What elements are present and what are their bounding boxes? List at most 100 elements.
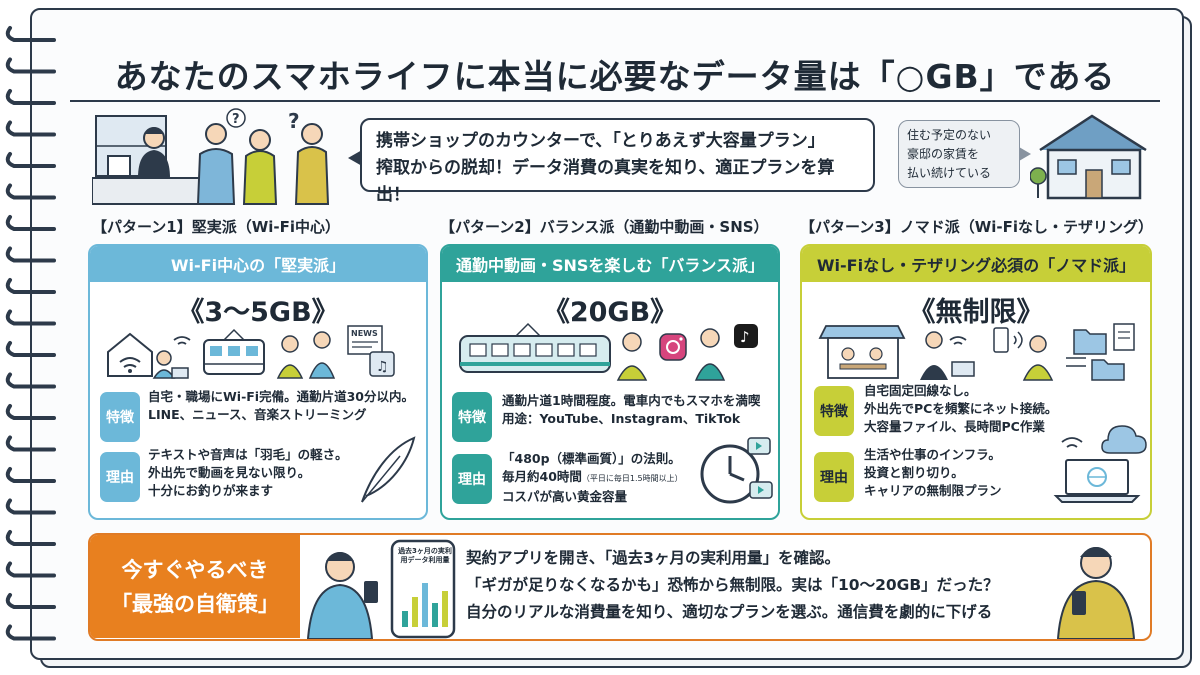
action-tag: 今すぐやるべき 「最強の自衛策」 xyxy=(90,535,300,638)
pattern-3-banner: Wi-Fiなし・テザリング必須の「ノマド派」 xyxy=(802,246,1150,282)
pattern-1-card: Wi-Fi中心の「堅実派」 《3〜5GB》 xyxy=(88,244,428,520)
house-icon xyxy=(1030,114,1147,200)
spiral-ring xyxy=(5,593,56,609)
spiral-ring xyxy=(5,498,56,515)
pattern-2-value: 《20GB》 xyxy=(542,297,678,328)
laptop-cloud-illustration xyxy=(1053,425,1147,503)
pattern-2-illustrations: ♪ xyxy=(459,322,758,381)
page-title: あなたのスマホライフに本当に必要なデータ量は「○GB」である xyxy=(70,48,1160,102)
pattern-2-reason-hours: 毎月約40時間 xyxy=(502,469,582,484)
spiral-ring xyxy=(5,561,56,578)
folder-icon xyxy=(1073,323,1135,381)
spiral-ring xyxy=(5,89,56,105)
svg-text:?: ? xyxy=(288,109,300,133)
spiral-ring xyxy=(5,435,56,452)
spiral-ring xyxy=(5,120,56,137)
train-icon xyxy=(459,322,611,373)
spiral-ring xyxy=(5,183,56,200)
pattern-3-card: Wi-Fiなし・テザリング必須の「ノマド派」 《無制限》 xyxy=(800,244,1152,520)
action-tag-line-1: 今すぐやるべき xyxy=(121,557,269,582)
pattern-3-feature-line-1: 自宅固定回線なし。 xyxy=(864,383,977,398)
spiral-ring xyxy=(5,372,56,389)
pattern-2-reason-line-1: 「480p（標準画質）」の法則。 xyxy=(502,451,681,466)
pattern-1-reason-line-2: 外出先で動画を見ない限り。 xyxy=(148,465,311,480)
pattern-1-feature-text: 自宅・職場にWi-Fi完備。通勤片道30分以内。 LINE、ニュース、音楽ストリ… xyxy=(148,388,414,424)
play-icon xyxy=(747,437,773,499)
spiral-ring xyxy=(5,26,56,42)
spiral-ring xyxy=(5,278,56,294)
pattern-1-reason-line-3: 十分にお釣りが来ます xyxy=(148,483,274,498)
laptop-icon xyxy=(1053,459,1141,503)
intro-line-2: 搾取からの脱却！データ消費の真実を知り、適正プランを算出！ xyxy=(376,158,835,205)
pattern-2-feature-line-2: 用途：YouTube、Instagram、TikTok xyxy=(502,411,741,426)
intro-line-1: 携帯ショップのカウンターで、「とりあえず大容量プラン」 xyxy=(376,131,825,151)
feather-icon xyxy=(361,436,416,503)
spiral-ring xyxy=(5,404,56,420)
clock-icon xyxy=(700,437,773,504)
smartphone-icon xyxy=(390,539,456,639)
action-tag-line-2: 「最強の自衛策」 xyxy=(111,591,279,616)
pattern-1-feature-line-2: LINE、ニュース、音楽ストリーミング xyxy=(148,407,367,422)
question-mark-icon: ? ? xyxy=(226,108,300,133)
action-line-1: 契約アプリを開き、「過去3ヶ月の実利用量」を確認。 xyxy=(466,549,840,567)
svg-text:♫: ♫ xyxy=(376,359,389,375)
pattern-2-heading: 【パターン2】バランス派（通勤中動画・SNS） xyxy=(440,218,769,236)
pattern-1-feature-label: 特徴 xyxy=(100,392,140,442)
pattern-2-reason-label: 理由 xyxy=(452,454,492,504)
action-line-3: 自分のリアルな消費量を知り、適切なプランを選ぶ。通信費を劇的に下げる xyxy=(466,603,993,621)
spiral-binding xyxy=(5,26,56,641)
pattern-1-reason-text: テキストや音声は「羽毛」の軽さ。 外出先で動画を見ない限り。 十分にお釣りが来ま… xyxy=(148,446,348,500)
pattern-3-reason-line-2: 投資と割り切り。 xyxy=(864,465,964,480)
wifi-icon xyxy=(107,332,153,377)
spiral-ring xyxy=(5,152,56,168)
action-line-2: 「ギガが足りなくなるかも」恐怖から無制限。実は「10〜20GB」だった？ xyxy=(466,576,999,594)
spiral-ring xyxy=(5,341,56,357)
spiral-ring xyxy=(5,215,56,231)
instagram-icon xyxy=(659,333,687,361)
man-with-phone-illustration xyxy=(1056,547,1136,639)
pattern-2-feature-text: 通勤片道1時間程度。電車内でもスマホを満喫 用途：YouTube、Instagr… xyxy=(502,392,760,428)
pattern-1-banner: Wi-Fi中心の「堅実派」 xyxy=(90,246,426,282)
pattern-1-heading: 【パターン1】堅実派（Wi-Fi中心） xyxy=(92,218,340,236)
pattern-1-feature-line-1: 自宅・職場にWi-Fi完備。通勤片道30分以内。 xyxy=(148,389,414,404)
pattern-3-value: 《無制限》 xyxy=(908,297,1044,328)
spiral-ring xyxy=(5,467,56,483)
pattern-3-heading: 【パターン3】ノマド派（Wi-Fiなし・テザリング） xyxy=(800,218,1153,236)
pattern-3-feature-line-2: 外出先でPCを頻繁にネット接続。 xyxy=(864,401,1058,416)
svg-text:?: ? xyxy=(232,112,240,127)
news-label: NEWS xyxy=(351,329,378,338)
side-speech-bubble: 住む予定のない 豪邸の家賃を 払い続けている xyxy=(898,120,1031,188)
pattern-1-reason-label: 理由 xyxy=(100,452,140,502)
pattern-3-feature-text: 自宅固定回線なし。 外出先でPCを頻繁にネット接続。 大容量ファイル、長時間PC… xyxy=(864,382,1057,436)
pattern-2-banner: 通勤中動画・SNSを楽しむ「バランス派」 xyxy=(442,246,778,282)
pattern-3-reason-line-1: 生活や仕事のインフラ。 xyxy=(864,447,1001,462)
bottom-action-panel: 今すぐやるべき 「最強の自衛策」 過去3ヶ月の実利用データ利用量 契約アプリを開… xyxy=(88,533,1152,641)
cloud-icon xyxy=(1101,425,1147,454)
shop-counter-illustration: ? ? xyxy=(92,108,330,205)
spiral-ring xyxy=(5,624,56,641)
pattern-2-feature-label: 特徴 xyxy=(452,392,492,442)
svg-text:♪: ♪ xyxy=(740,328,750,346)
tiktok-icon: ♪ xyxy=(734,324,758,348)
action-text: 契約アプリを開き、「過去3ヶ月の実利用量」を確認。 「ギガが足りなくなるかも」恐… xyxy=(466,545,999,626)
smartphone-icon xyxy=(993,327,1009,353)
spiral-ring xyxy=(5,246,56,263)
side-line-2: 豪邸の家賃を xyxy=(907,147,980,161)
pattern-1-reason-line-1: テキストや音声は「羽毛」の軽さ。 xyxy=(148,447,348,462)
person-with-phone-illustration xyxy=(306,539,456,639)
pattern-2-reason-note: （平日に毎日1.5時間以上） xyxy=(581,474,683,483)
pattern-1-value: 《3〜5GB》 xyxy=(177,297,339,328)
pattern-3-feature-label: 特徴 xyxy=(814,386,854,436)
pattern-2-reason-line-3: コスパが高い黄金容量 xyxy=(502,489,628,504)
phone-caption: 過去3ヶ月の実利用データ利用量 xyxy=(398,547,452,564)
side-line-1: 住む予定のない xyxy=(907,128,992,142)
pattern-3-illustrations xyxy=(818,323,1135,381)
pattern-1-illustrations: NEWS ♫ xyxy=(107,325,395,379)
intro-speech-bubble: 携帯ショップのカウンターで、「とりあえず大容量プラン」 搾取からの脱却！データ消… xyxy=(348,118,875,205)
spiral-ring xyxy=(5,530,56,546)
pattern-2-reason-line-2: 毎月約40時間（平日に毎日1.5時間以上） xyxy=(502,468,683,488)
pattern-2-reason-text: 「480p（標準画質）」の法則。 毎月約40時間（平日に毎日1.5時間以上） コ… xyxy=(502,450,683,506)
spiral-ring xyxy=(5,57,56,74)
pattern-3-reason-label: 理由 xyxy=(814,452,854,502)
